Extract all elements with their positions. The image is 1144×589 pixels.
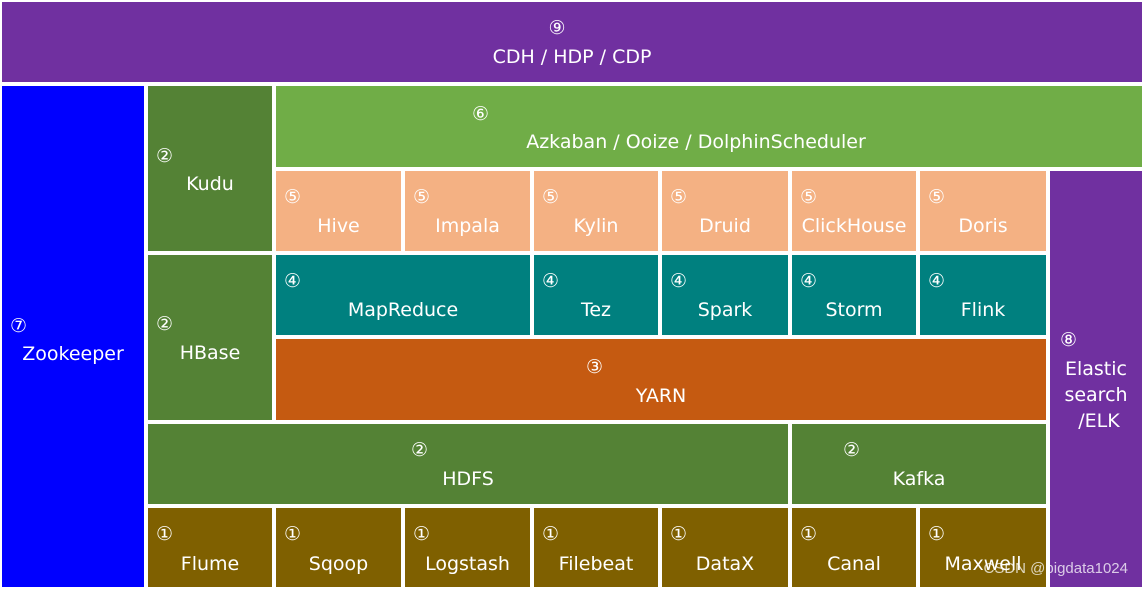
query-number: ⑤ [670,186,688,208]
elasticsearch-label-line3: /ELK [1078,410,1120,432]
query-number: ⑤ [413,186,431,208]
elasticsearch-number: ⑧ [1060,329,1078,351]
platform-label: CDH / HDP / CDP [492,46,652,68]
compute-engine-spark: ④ Spark [660,253,790,337]
ingestion-label: Canal [827,553,881,575]
ingestion-canal: ① Canal [790,506,918,589]
compute-engine-storm: ④ Storm [790,253,918,337]
elasticsearch-block: ⑧ Elastic search /ELK [1048,169,1144,589]
compute-number: ④ [928,270,946,292]
hbase-number: ② [156,313,174,335]
hdfs-block: ② HDFS [146,422,790,506]
query-engine-hive: ⑤ Hive [274,169,403,253]
query-engine-kylin: ⑤ Kylin [532,169,660,253]
ingestion-label: Logstash [425,553,510,575]
ingestion-number: ① [928,523,946,545]
ingestion-number: ① [284,523,302,545]
hbase-label: HBase [179,342,241,364]
kudu-label: Kudu [186,173,234,195]
query-label: Hive [317,215,360,237]
query-number: ⑤ [284,186,302,208]
query-number: ⑤ [928,186,946,208]
query-label: Impala [435,215,500,237]
query-label: ClickHouse [801,215,907,237]
zookeeper-block: ⑦ Zookeeper [0,84,146,589]
ingestion-number: ① [670,523,688,545]
ingestion-datax: ① DataX [660,506,790,589]
zookeeper-number: ⑦ [10,315,28,337]
kafka-label: Kafka [892,468,946,490]
ingestion-number: ① [156,523,174,545]
compute-number: ④ [284,270,302,292]
query-engine-doris: ⑤ Doris [918,169,1048,253]
compute-number: ④ [542,270,560,292]
ingestion-logstash: ① Logstash [403,506,532,589]
hdfs-label: HDFS [442,468,494,490]
zookeeper-label: Zookeeper [22,343,124,365]
kudu-number: ② [156,145,174,167]
ingestion-label: Sqoop [308,553,369,575]
kafka-number: ② [843,439,861,461]
compute-label: Flink [960,299,1006,321]
ingestion-label: DataX [695,553,755,575]
compute-number: ④ [800,270,818,292]
compute-label: Storm [825,299,883,321]
query-engine-impala: ⑤ Impala [403,169,532,253]
platform-number: ⑨ [548,17,566,39]
ingestion-number: ① [413,523,431,545]
ingestion-label: Flume [180,553,240,575]
compute-engine-mapreduce: ④ MapReduce [274,253,532,337]
query-label: Druid [699,215,751,237]
compute-label: MapReduce [347,299,459,321]
query-number: ⑤ [542,186,560,208]
compute-engine-flink: ④ Flink [918,253,1048,337]
ingestion-label: Maxwell [944,553,1022,575]
ingestion-number: ① [542,523,560,545]
elasticsearch-label-line2: search [1064,384,1128,406]
query-label: Kylin [573,215,619,237]
hbase-block: ② HBase [146,253,274,422]
ingestion-flume: ① Flume [146,506,274,589]
ingestion-sqoop: ① Sqoop [274,506,403,589]
yarn-block: ③ YARN [274,337,1048,422]
scheduler-label: Azkaban / Ooize / DolphinScheduler [526,131,866,153]
compute-label: Tez [580,299,612,321]
scheduler-number: ⑥ [472,103,490,125]
yarn-label: YARN [635,385,687,407]
query-label: Doris [958,215,1008,237]
scheduler-block: ⑥ Azkaban / Ooize / DolphinScheduler [274,84,1144,169]
ingestion-number: ① [800,523,818,545]
yarn-number: ③ [586,356,604,378]
compute-number: ④ [670,270,688,292]
compute-label: Spark [697,299,753,321]
query-number: ⑤ [800,186,818,208]
ingestion-filebeat: ① Filebeat [532,506,660,589]
watermark-text: CSDN @bigdata1024 [983,560,1128,577]
hdfs-number: ② [411,439,429,461]
query-engine-druid: ⑤ Druid [660,169,790,253]
elasticsearch-label-line1: Elastic [1064,358,1127,380]
kudu-block: ② Kudu [146,84,274,253]
query-engine-clickhouse: ⑤ ClickHouse [790,169,918,253]
platform-block: ⑨ CDH / HDP / CDP [0,0,1144,84]
ingestion-maxwell: ① Maxwell [918,506,1048,589]
compute-engine-tez: ④ Tez [532,253,660,337]
ingestion-label: Filebeat [558,553,634,575]
kafka-block: ② Kafka [790,422,1048,506]
